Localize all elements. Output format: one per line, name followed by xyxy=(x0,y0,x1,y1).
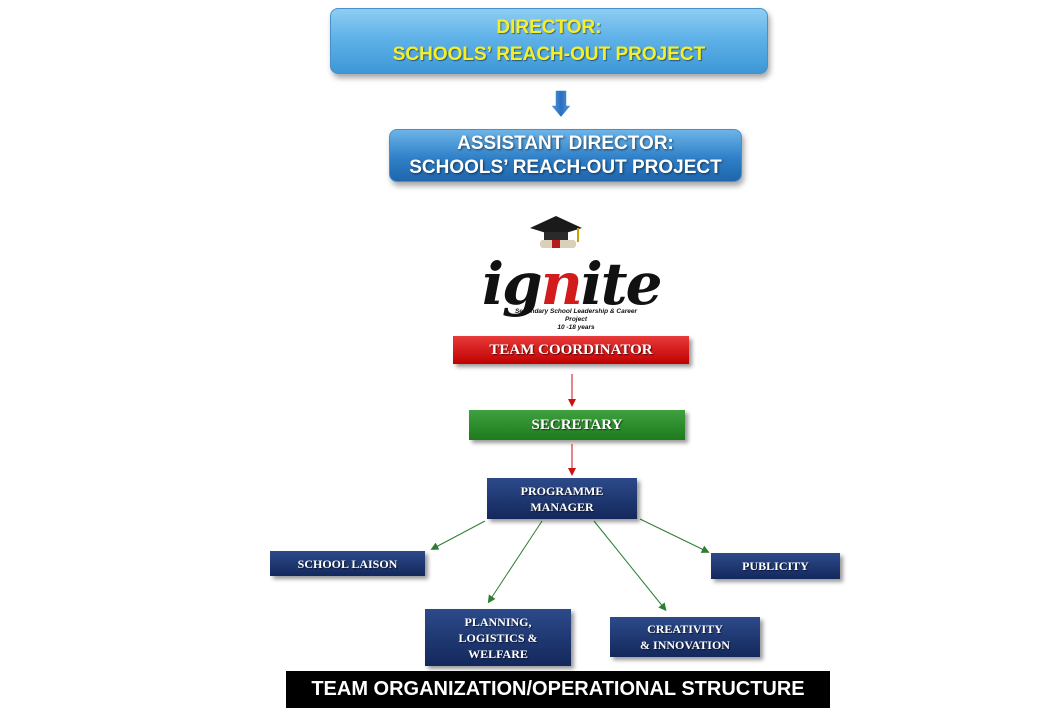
planning-line3: WELFARE xyxy=(468,646,528,661)
graduation-cap-icon xyxy=(530,216,582,248)
director-subtitle: SCHOOLS’ REACH-OUT PROJECT xyxy=(392,44,706,65)
publicity-label: PUBLICITY xyxy=(742,559,809,573)
arrow-manager-to-planning xyxy=(487,520,543,604)
publicity-box: PUBLICITY xyxy=(711,553,840,579)
programme-manager-box: PROGRAMME MANAGER xyxy=(487,478,637,519)
logo-subtitle: Secondary School Leadership & Career Pro… xyxy=(506,308,646,332)
director-box: DIRECTOR: SCHOOLS’ REACH-OUT PROJECT xyxy=(330,8,768,74)
school-laison-label: SCHOOL LAISON xyxy=(297,556,398,571)
creativity-line2: & INNOVATION xyxy=(640,638,730,652)
planning-line1: PLANNING, xyxy=(464,614,532,629)
logo-age-range: 10 -18 years xyxy=(557,324,595,331)
assistant-director-subtitle: SCHOOLS’ REACH-OUT PROJECT xyxy=(409,156,722,178)
team-coordinator-label: TEAM COORDINATOR xyxy=(489,341,653,358)
team-coordinator-box: TEAM COORDINATOR xyxy=(453,336,689,364)
logo-word-red: n xyxy=(540,250,583,318)
assistant-director-box: ASSISTANT DIRECTOR: SCHOOLS’ REACH-OUT P… xyxy=(389,129,742,182)
creativity-line1: CREATIVITY xyxy=(647,622,723,636)
secretary-box: SECRETARY xyxy=(469,410,685,440)
planning-line2: LOGISTICS & xyxy=(458,630,538,645)
logo-word-part1: ig xyxy=(482,250,543,318)
secretary-label: SECRETARY xyxy=(531,416,623,433)
arrow-manager-to-creativity xyxy=(593,520,667,612)
logo-subtitle-text: Secondary School Leadership & Career Pro… xyxy=(514,308,638,323)
director-title: DIRECTOR: xyxy=(496,17,602,38)
arrow-manager-to-laison xyxy=(430,520,486,550)
assistant-director-title: ASSISTANT DIRECTOR: xyxy=(457,132,674,154)
ignite-logo: ignite Secondary School Leadership & Car… xyxy=(476,212,662,332)
caption-text: TEAM ORGANIZATION/OPERATIONAL STRUCTURE xyxy=(311,678,805,700)
creativity-innovation-box: CREATIVITY & INNOVATION xyxy=(610,617,760,657)
structure-caption: TEAM ORGANIZATION/OPERATIONAL STRUCTURE xyxy=(286,671,830,708)
school-laison-box: SCHOOL LAISON xyxy=(270,551,425,576)
ignite-wordmark: ignite xyxy=(482,250,663,318)
down-arrow-icon xyxy=(549,89,573,120)
programme-manager-line2: MANAGER xyxy=(530,499,594,514)
planning-logistics-welfare-box: PLANNING, LOGISTICS & WELFARE xyxy=(425,609,571,666)
programme-manager-line1: PROGRAMME xyxy=(520,483,604,498)
logo-word-part2: ite xyxy=(580,250,663,318)
arrow-manager-to-publicity xyxy=(639,518,710,553)
